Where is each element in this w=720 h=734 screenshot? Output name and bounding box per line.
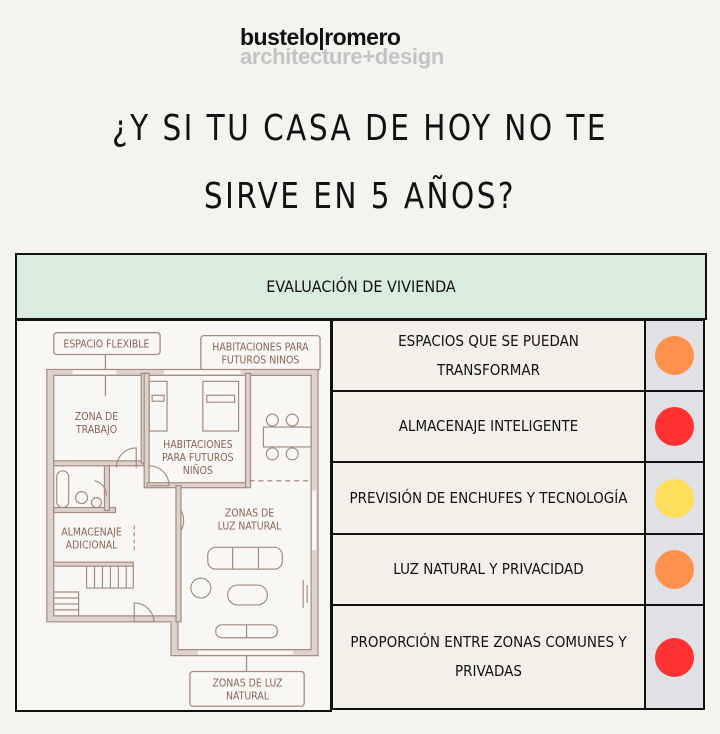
walls [46,368,319,657]
evaluation-row: PREVISIÓN DE ENCHUFES Y TECNOLOGÍA [331,461,705,535]
table-header: EVALUACIÓN DE VIVIENDA [15,253,707,320]
bathtub [56,470,70,509]
criterion-label: LUZ NATURAL Y PRIVACIDAD [333,535,646,604]
room-habitaciones-line2: PARA FUTUROS [162,452,234,464]
room-zona-trabajo-line2: TRABAJO [75,424,117,436]
status-indicator [655,407,694,446]
side-table [190,577,212,599]
headline-line-1: ¿Y SI TU CASA DE HOY NO TE [112,108,608,149]
callout-habitaciones-line2: FUTUROS NINOS [222,354,300,366]
callout-espacio-flexible: ESPACIO FLEXIBLE [63,339,149,351]
floor-plan-drawing: ESPACIO FLEXIBLE HABITACIONES PARA FUTUR… [46,332,321,707]
status-indicator [655,336,694,375]
floor-plan: ESPACIO FLEXIBLE HABITACIONES PARA FUTUR… [15,319,332,712]
status-indicator [655,478,694,518]
room-zona-trabajo-line1: ZONA DE [75,411,118,423]
room-habitaciones-line3: NIÑOS [183,464,213,477]
bed [202,380,240,432]
callout-box [53,332,161,356]
evaluation-row: ALMACENAJE INTELIGENTE [331,390,705,463]
callout-luz-line1: ZONAS DE LUZ [212,677,282,689]
brand-logo: bustelo|romero architecture+design [240,26,444,68]
evaluation-row: LUZ NATURAL Y PRIVACIDAD [331,533,705,606]
logo-name: bustelo|romero [240,24,401,50]
sofa [207,546,283,570]
coffee-table [227,584,268,606]
callout-habitaciones-line1: HABITACIONES PARA [212,342,309,354]
criterion-label: ESPACIOS QUE SE PUEDAN TRANSFORMAR [333,321,646,390]
dining-table [262,426,312,448]
criterion-label: PROPORCIÓN ENTRE ZONAS COMUNES Y PRIVADA… [333,606,646,708]
criterion-label: ALMACENAJE INTELIGENTE [333,392,646,461]
room-almacenaje-line2: ADICIONAL [66,539,119,551]
room-almacenaje-line1: ALMACENAJE [61,526,122,538]
status-indicator [655,550,694,589]
criterion-label: PREVISIÓN DE ENCHUFES Y TECNOLOGÍA [333,463,646,533]
evaluation-row: PROPORCIÓN ENTRE ZONAS COMUNES Y PRIVADA… [331,604,705,710]
bed [148,380,168,432]
room-luz-natural-line2: LUZ NATURAL [218,520,282,532]
callout-luz-line2: NATURAL [226,690,270,702]
evaluation-row: ESPACIOS QUE SE PUEDAN TRANSFORMAR [331,319,705,392]
status-indicator [655,637,694,677]
room-habitaciones-line1: HABITACIONES [163,439,232,451]
room-luz-natural-line1: ZONAS DE [225,507,274,519]
headline-line-2: SIRVE EN 5 AÑOS? [203,176,517,217]
logo-tagline: architecture+design [240,44,444,69]
